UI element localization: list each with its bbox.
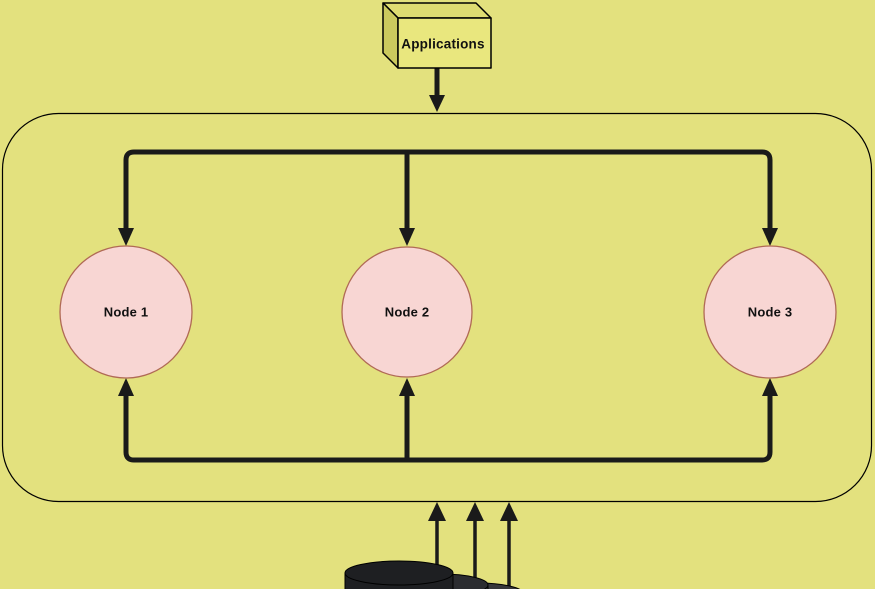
node-3-label: Node 3 [747, 304, 793, 320]
arrowhead-up-db1 [428, 502, 446, 521]
node-2-label: Node 2 [384, 304, 430, 320]
application-cube [382, 2, 492, 69]
node-1-label: Node 1 [103, 304, 149, 320]
arrowhead-up-db2 [466, 502, 484, 521]
arrowhead-applications [429, 95, 445, 112]
top-bus-connector [123, 149, 773, 230]
arrowhead-up-db3 [500, 502, 518, 521]
cluster-boundary [1, 112, 873, 503]
database-cylinder-stack [344, 560, 521, 589]
arrowhead-down-node-2 [399, 228, 415, 246]
arrowhead-up-node-3 [762, 378, 778, 396]
application-cube-top-face [382, 2, 492, 19]
arrowhead-up-node-2 [399, 378, 415, 396]
node-2-circle [341, 246, 473, 378]
node-3-circle [703, 245, 837, 379]
arrowhead-down-node-3 [762, 228, 778, 246]
arrowhead-up-node-1 [118, 378, 134, 396]
arrowhead-down-node-1 [118, 228, 134, 246]
application-cube-front-face [397, 17, 492, 69]
application-box-label: Applications [401, 36, 485, 52]
node-1-circle [59, 245, 193, 379]
database-cylinder-1 [344, 560, 454, 589]
bottom-bus-connector [123, 394, 773, 463]
